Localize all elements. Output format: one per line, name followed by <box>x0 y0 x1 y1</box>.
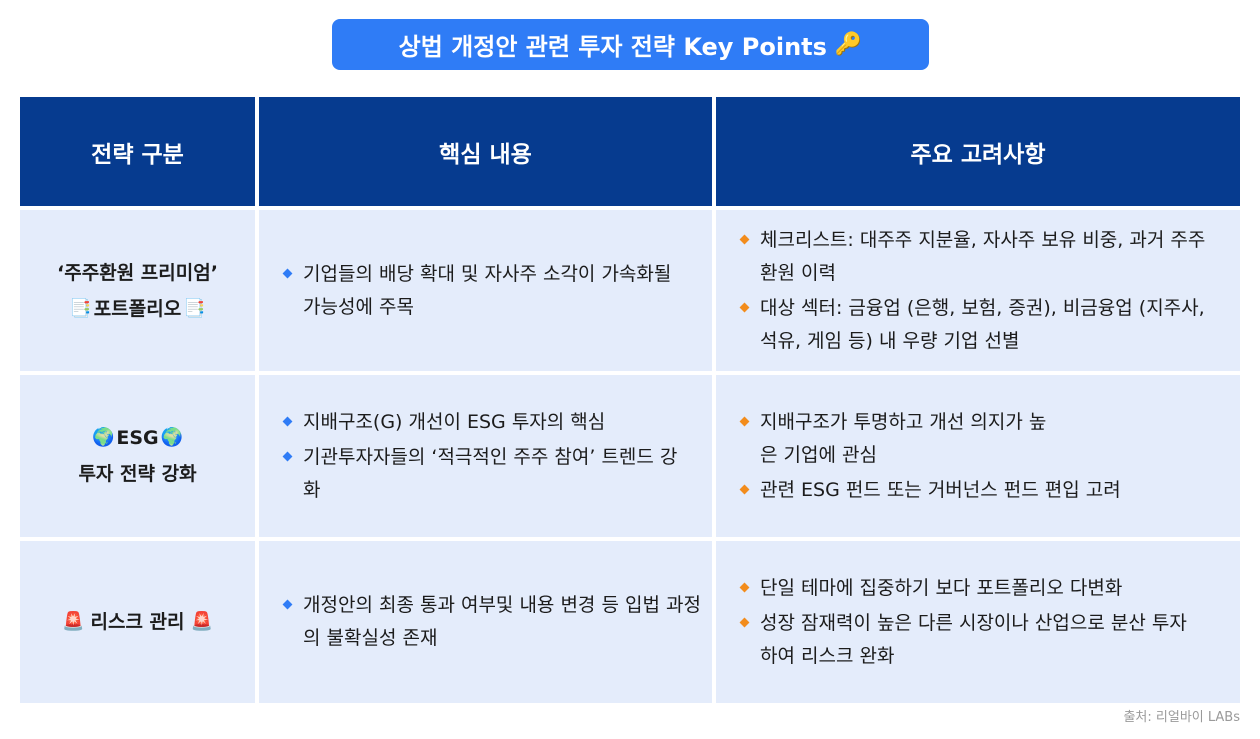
row-3-considerations: 단일 테마에 집중하기 보다 포트폴리오 다변화 성장 잠재력이 높은 다른 시… <box>716 541 1240 703</box>
globe-icon: 🌍 <box>91 427 115 448</box>
strategy-line: 투자 전략 강화 <box>78 456 196 492</box>
list-item: 기관투자자들의 ‘적극적인 주주 참여’ 트렌드 강화 <box>281 441 693 507</box>
list-item: 개정안의 최종 통과 여부및 내용 변경 등 입법 과정의 불확실성 존재 <box>281 589 703 655</box>
strategy-text: ‘주주환원 프리미엄’ <box>57 261 218 284</box>
row-1-core: 기업들의 배당 확대 및 자사주 소각이 가속화될 가능성에 주목 <box>259 210 712 371</box>
row-1-strategy: ‘주주환원 프리미엄’ 📑 포트폴리오 📑 <box>20 210 255 371</box>
header-strategy: 전략 구분 <box>20 97 255 206</box>
strategy-line: 📑 포트폴리오 📑 <box>67 291 207 327</box>
list-item: 체크리스트: 대주주 지분율, 자사주 보유 비중, 과거 주주환원 이력 <box>738 224 1210 290</box>
row-2-considerations: 지배구조가 투명하고 개선 의지가 높은 기업에 관심 관련 ESG 펀드 또는… <box>716 375 1240 537</box>
siren-icon: 🚨 <box>62 611 85 632</box>
document-icon: 📑 <box>69 297 92 319</box>
strategy-text: 리스크 관리 <box>90 611 185 633</box>
header-considerations: 주요 고려사항 <box>716 97 1240 206</box>
strategy-text: ESG <box>116 427 159 449</box>
list-item: 기업들의 배당 확대 및 자사주 소각이 가속화될 가능성에 주목 <box>281 258 673 324</box>
header-strategy-label: 전략 구분 <box>91 141 184 168</box>
list-item: 단일 테마에 집중하기 보다 포트폴리오 다변화 <box>738 572 1230 605</box>
row-3-core: 개정안의 최종 통과 여부및 내용 변경 등 입법 과정의 불확실성 존재 <box>259 541 712 703</box>
list-item: 지배구조가 투명하고 개선 의지가 높은 기업에 관심 <box>738 406 1060 472</box>
row-3-strategy: 🚨 리스크 관리 🚨 <box>20 541 255 703</box>
list-item: 대상 섹터: 금융업 (은행, 보험, 증권), 비금융업 (지주사, 석유, … <box>738 292 1210 358</box>
list-item: 지배구조(G) 개선이 ESG 투자의 핵심 <box>281 406 693 439</box>
document-icon: 📑 <box>183 297 206 319</box>
list-item: 성장 잠재력이 높은 다른 시장이나 산업으로 분산 투자하여 리스크 완화 <box>738 607 1190 673</box>
strategy-line: ‘주주환원 프리미엄’ <box>57 255 218 291</box>
title-text: 상법 개정안 관련 투자 전략 Key Points <box>398 33 827 61</box>
header-core: 핵심 내용 <box>259 97 712 206</box>
list-item: 관련 ESG 펀드 또는 거버넌스 펀드 편입 고려 <box>738 474 1220 507</box>
row-1-considerations: 체크리스트: 대주주 지분율, 자사주 보유 비중, 과거 주주환원 이력 대상… <box>716 210 1240 371</box>
key-icon: 🔑 <box>834 32 863 57</box>
source-credit: 출처: 리얼바이 LABs <box>1123 710 1240 725</box>
page-title: 상법 개정안 관련 투자 전략 Key Points 🔑 <box>332 19 929 70</box>
strategy-text: 포트폴리오 <box>93 297 182 320</box>
header-core-label: 핵심 내용 <box>439 141 532 168</box>
strategy-line: 🌍 ESG 🌍 <box>90 420 185 456</box>
row-2-core: 지배구조(G) 개선이 ESG 투자의 핵심 기관투자자들의 ‘적극적인 주주 … <box>259 375 712 537</box>
row-2-strategy: 🌍 ESG 🌍 투자 전략 강화 <box>20 375 255 537</box>
strategy-text: 투자 전략 강화 <box>78 463 197 485</box>
globe-icon: 🌍 <box>160 427 184 448</box>
header-considerations-label: 주요 고려사항 <box>910 141 1046 168</box>
siren-icon: 🚨 <box>190 611 213 632</box>
strategy-line: 🚨 리스크 관리 🚨 <box>60 604 215 640</box>
